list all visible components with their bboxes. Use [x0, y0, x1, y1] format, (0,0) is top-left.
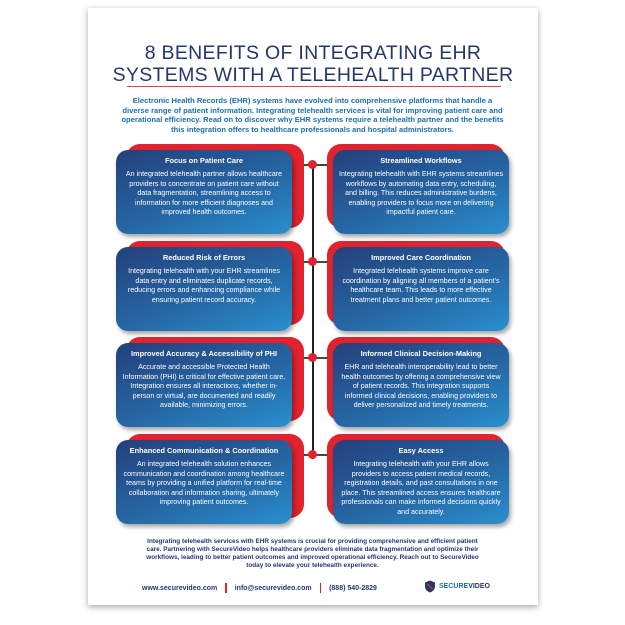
benefit-card: Enhanced Communication & Coordination An …	[116, 434, 304, 526]
benefit-title: Improved Care Coordination	[371, 253, 471, 262]
benefit-title: Informed Clinical Decision-Making	[360, 349, 482, 358]
benefit-text: Integrating telehealth with EHR systems …	[339, 170, 504, 217]
benefit-title: Enhanced Communication & Coordination	[129, 446, 279, 455]
timeline-line	[312, 163, 314, 459]
benefit-text: Integrated telehealth systems improve ca…	[342, 267, 500, 304]
benefit-card: Focus on Patient Care An integrated teleh…	[116, 144, 304, 236]
benefit-title: Reduced Risk of Errors	[162, 253, 246, 262]
benefit-text: EHR and telehealth interoperability lead…	[341, 363, 501, 410]
logo-text: SECURE	[439, 583, 469, 590]
benefit-text: Integrating telehealth with your EHR str…	[127, 267, 281, 304]
timeline-dot	[308, 160, 317, 169]
benefit-text: An integrated telehealth solution enhanc…	[123, 460, 285, 507]
title-line-2: SYSTEMS WITH A TELEHEALTH PARTNER	[112, 64, 514, 86]
benefit-card: Improved Accuracy & Accessibility of PHI…	[116, 337, 304, 429]
page-title: 8 BENEFITS OF INTEGRATING EHR SYSTEMS WI…	[88, 42, 538, 86]
divider	[319, 583, 322, 593]
benefit-text: An integrated telehealth partner allows …	[125, 170, 283, 217]
closing-paragraph: Integrating telehealth services with EHR…	[146, 538, 479, 569]
title-divider	[127, 86, 501, 87]
intro-paragraph: Electronic Health Records (EHR) systems …	[121, 96, 504, 134]
phone-number: (888) 540-2829	[329, 584, 377, 592]
title-line-1: 8 BENEFITS OF INTEGRATING EHR	[144, 42, 482, 64]
timeline-dot	[308, 257, 317, 266]
benefit-text: Integrating telehealth with your EHR all…	[341, 460, 501, 516]
benefit-text: Accurate and accessible Protected Health…	[122, 363, 286, 410]
website-link[interactable]: www.securevideo.com	[142, 584, 218, 592]
email-link[interactable]: info@securevideo.com	[234, 584, 312, 592]
contact-footer: www.securevideo.com info@securevideo.com…	[142, 583, 377, 593]
benefit-title: Improved Accuracy & Accessibility of PHI	[130, 349, 278, 358]
timeline-dot	[308, 353, 317, 362]
divider	[225, 583, 227, 593]
timeline-dot	[308, 450, 317, 459]
benefit-title: Streamlined Workflows	[380, 156, 462, 165]
shield-logo-icon	[425, 580, 435, 593]
benefit-title: Easy Access	[398, 446, 444, 455]
logo-text: VIDEO	[468, 583, 490, 590]
benefit-title: Focus on Patient Care	[164, 156, 244, 165]
